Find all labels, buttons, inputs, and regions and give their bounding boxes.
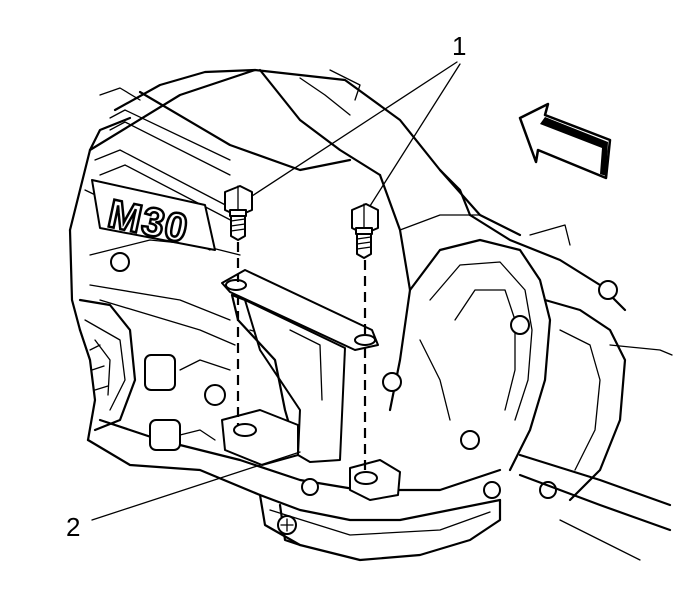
- bolt-left: [224, 185, 253, 241]
- m30-casting-badge: M30: [91, 179, 216, 253]
- callout-2-leader: [91, 451, 301, 521]
- wiring-connector-cluster: [78, 298, 231, 451]
- front-direction-arrow-icon: [518, 102, 612, 180]
- transmission-bracket: [221, 269, 401, 501]
- bolt-right: [351, 203, 379, 259]
- bolt-alignment-lines: [236, 242, 367, 472]
- callout-label-1: 1: [452, 31, 466, 61]
- callout-1-leaders: [251, 61, 461, 207]
- callout-label-2: 2: [66, 512, 80, 542]
